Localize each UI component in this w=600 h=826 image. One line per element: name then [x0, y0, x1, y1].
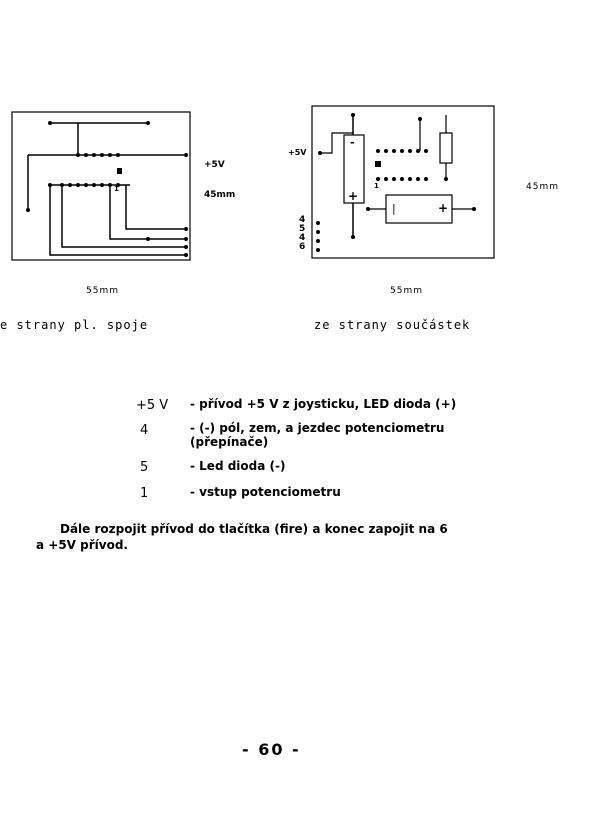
pin-label: 4: [299, 215, 306, 225]
page-number: - 60 -: [242, 740, 301, 759]
legend-key: 5: [140, 460, 149, 475]
right-width-label: 55mm: [390, 286, 423, 296]
right-diagram-caption: ze strany součástek: [314, 318, 471, 332]
right-pin-labels: 4 5 4 6: [299, 216, 305, 252]
legend-key: 4: [140, 423, 149, 438]
right-plus5v-label: +5V: [288, 148, 307, 157]
pcb-solder-side-diagram: [11, 111, 191, 261]
left-plus5v-label: +5V: [204, 160, 225, 170]
left-height-label: 45mm: [204, 190, 236, 200]
cap-minus-sign: -: [350, 136, 355, 149]
left-width-label: 55mm: [86, 286, 119, 296]
legend-value: - vstup potenciometru: [190, 485, 341, 499]
right-height-label: 45mm: [526, 182, 559, 192]
pin-label: 5: [299, 224, 306, 234]
cap2-plus-sign: +: [438, 201, 449, 215]
pin-label: 6: [299, 242, 306, 252]
instruction-note: Dále rozpojit přívod do tlačítka (fire) …: [36, 521, 448, 553]
legend-value: - Led dioda (-): [190, 459, 286, 473]
note-line: a +5V přívod.: [36, 538, 128, 552]
note-line: Dále rozpojit přívod do tlačítka (fire) …: [60, 522, 448, 536]
cap-bar-mark: |: [392, 202, 396, 215]
left-pin-1-label: 1: [114, 185, 119, 193]
right-pin-1-label: 1: [374, 182, 379, 190]
pcb-component-side-diagram: [311, 105, 495, 259]
left-diagram-caption: e strany pl. spoje: [0, 318, 149, 332]
legend-value: - přívod +5 V z joysticku, LED dioda (+): [190, 397, 457, 411]
pin-label: 4: [299, 233, 306, 243]
legend-value: - (-) pól, zem, a jezdec potenciometru (…: [190, 421, 445, 449]
cap-plus-sign: +: [348, 189, 359, 203]
legend-key: 1: [140, 486, 149, 501]
legend-key: +5 V: [136, 398, 169, 413]
